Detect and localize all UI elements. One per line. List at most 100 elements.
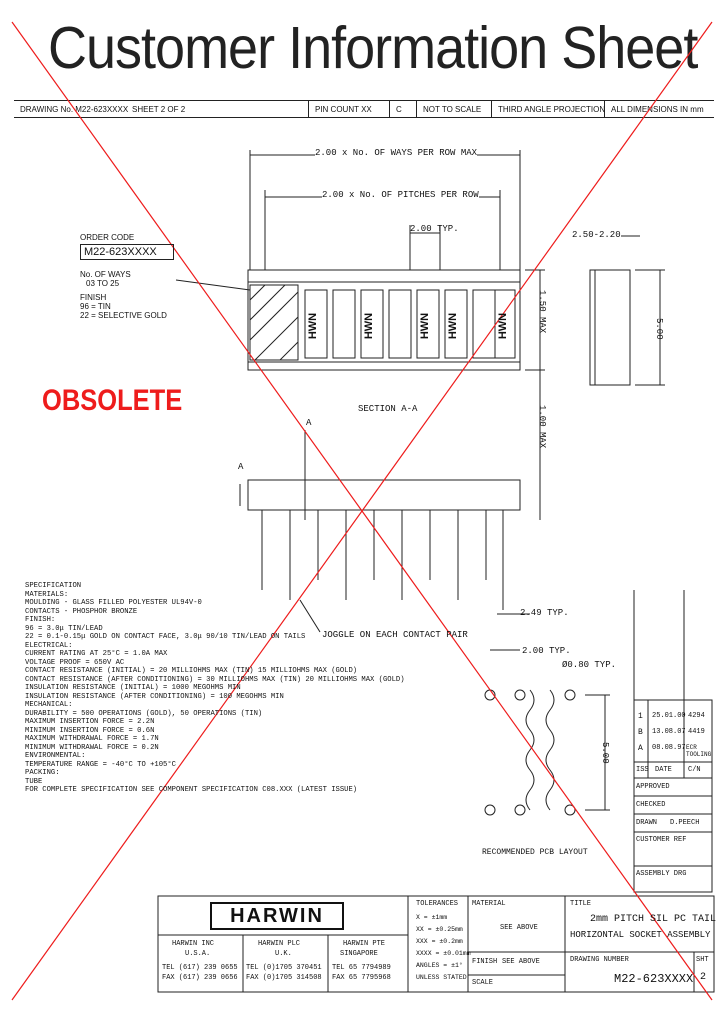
spec-line: ENVIRONMENTAL: xyxy=(25,752,86,760)
tolerance-line: UNLESS STATED xyxy=(416,974,467,981)
title-label: TITLE xyxy=(570,900,592,908)
dim-side-width-label: 2.50-2.20 xyxy=(572,230,621,240)
tolerance-line: XX = ±0.25mm xyxy=(416,926,463,933)
spec-line: INSULATION RESISTANCE (INITIAL) = 1000 M… xyxy=(25,684,241,692)
rev-iss: 1 xyxy=(638,712,643,721)
pcb-hole xyxy=(484,804,496,816)
office-country: SINGAPORE xyxy=(340,950,378,958)
harwin-logo: HARWIN xyxy=(210,902,344,930)
spec-line: FINISH: xyxy=(25,616,56,624)
contact-label: HWN xyxy=(363,312,376,340)
material-value: SEE ABOVE xyxy=(500,924,538,932)
rev: C xyxy=(389,101,416,117)
tolerance-line: XXX = ±0.2mm xyxy=(416,938,463,945)
page-title: Customer Information Sheet xyxy=(48,15,698,82)
contact-slot xyxy=(472,289,496,359)
hatch-line xyxy=(254,316,299,361)
office-name: HARWIN PTE xyxy=(343,940,386,948)
spec-line: MINIMUM WITHDRAWAL FORCE = 0.2N xyxy=(25,743,159,752)
scale-label: SCALE xyxy=(472,979,494,987)
section-housing xyxy=(247,269,521,371)
hatch-line xyxy=(279,341,299,361)
joggle-leader xyxy=(299,599,321,633)
dimensions-note: ALL DIMENSIONS IN mm xyxy=(604,101,704,117)
drawing-number: M22-623XXXX xyxy=(614,972,694,986)
hole-label: Ø0.80 TYP. xyxy=(562,660,617,670)
spec-line: 22 = 0.1-0.15μ GOLD ON CONTACT FACE, 3.0… xyxy=(25,633,306,641)
contact-slot xyxy=(494,289,516,359)
dim-depth-label: 1.00 MAX xyxy=(537,405,547,449)
tolerance-line: X = ±1mm xyxy=(416,914,448,921)
office-name: HARWIN PLC xyxy=(258,940,301,948)
break-line xyxy=(545,689,555,811)
contact-label: HWN xyxy=(497,312,510,340)
hatch-line xyxy=(249,284,286,321)
dim-row-height-label: 1.50 MAX xyxy=(537,290,547,334)
title-line-2: HORIZONTAL SOCKET ASSEMBLY xyxy=(570,930,711,940)
sheet-value: 2 xyxy=(700,972,707,983)
contact-slot xyxy=(388,289,412,359)
contact-label: HWN xyxy=(419,312,432,340)
sheet-no: SHEET 2 OF 2 xyxy=(132,104,186,114)
pcb-hole xyxy=(564,804,576,816)
front-a-marker: A xyxy=(238,462,244,472)
obsolete-stamp: OBSOLETE xyxy=(42,384,183,417)
tolerance-line: XXXX = ±0.01mm xyxy=(416,950,471,957)
rev-date: 13.08.07 xyxy=(652,728,686,736)
rev-col-iss: ISS xyxy=(636,766,649,774)
finish-value: SEE ABOVE xyxy=(502,958,540,966)
office-tel: TEL (0)1705 370451 xyxy=(246,964,322,972)
spec-line: MOULDING - GLASS FILLED POLYESTER UL94V-… xyxy=(25,599,202,607)
customer-ref-label: CUSTOMER REF xyxy=(636,836,687,844)
spec-line: TEMPERATURE RANGE = -40°C TO +105°C xyxy=(25,760,176,769)
drawing-number-label: DRAWING NUMBER xyxy=(570,956,629,964)
spec-line: ELECTRICAL: xyxy=(25,641,73,650)
hatch-line xyxy=(249,291,299,341)
spec-line: DURABILITY = 500 OPERATIONS (GOLD), 50 O… xyxy=(25,709,263,718)
rev-cn: ECR TOOLING xyxy=(686,744,712,758)
dim-side-height-label: 5.00 xyxy=(654,318,664,340)
contact-slot xyxy=(416,289,440,359)
sheet-label: SHT xyxy=(696,956,709,964)
rev-date: 25.01.00 xyxy=(652,712,686,720)
assembly-label: ASSEMBLY DRG xyxy=(636,870,687,878)
dim-pitch-typ-label: 2.00 TYP. xyxy=(410,224,459,234)
spec-line: FOR COMPLETE SPECIFICATION SEE COMPONENT… xyxy=(25,786,358,794)
pcb-height-label: 5.00 xyxy=(600,742,610,764)
section-a-marker: A xyxy=(306,418,312,428)
checked-label: CHECKED xyxy=(636,801,666,809)
section-label: SECTION A-A xyxy=(358,404,418,414)
spec-line: CONTACTS - PHOSPHOR BRONZE xyxy=(25,607,138,616)
contact-slot xyxy=(360,289,384,359)
material-label: MATERIAL xyxy=(472,900,506,908)
pcb-hole xyxy=(514,804,526,816)
pcb-hole xyxy=(564,689,576,701)
pin-count: PIN COUNT XX xyxy=(308,101,389,117)
finish-option-1: 96 = TIN xyxy=(80,302,111,311)
spec-line: MINIMUM INSERTION FORCE = 0.6N xyxy=(25,726,155,735)
contact-label: HWN xyxy=(447,312,460,340)
spec-line: MATERIALS: xyxy=(25,590,69,599)
section-hatch xyxy=(249,284,299,361)
spec-line: MAXIMUM INSERTION FORCE = 2.2N xyxy=(25,718,155,726)
approved-label: APPROVED xyxy=(636,783,670,791)
spec-line: CONTACT RESISTANCE (AFTER CONDITIONING) … xyxy=(25,675,405,684)
finish-label: FINISH xyxy=(80,293,107,302)
contact-slot xyxy=(332,289,356,359)
finish-option-2: 22 = SELECTIVE GOLD xyxy=(80,311,167,320)
office-fax: FAX (0)1705 314508 xyxy=(246,974,322,982)
order-leader xyxy=(175,279,251,291)
spec-line: INSULATION RESISTANCE (AFTER CONDITIONIN… xyxy=(25,692,284,701)
spec-line: CONTACT RESISTANCE (INITIAL) = 20 MILLIO… xyxy=(25,667,358,675)
pcb-layout-label: RECOMMENDED PCB LAYOUT xyxy=(482,848,588,857)
contact-slot xyxy=(444,289,468,359)
order-code-value: M22-623XXXX xyxy=(80,244,174,260)
side-view-body xyxy=(589,269,631,386)
ways-label: No. OF WAYS xyxy=(80,270,131,279)
office-fax: FAX (617) 239 0656 xyxy=(162,974,238,982)
spec-line: TUBE xyxy=(25,777,43,786)
spec-line: MAXIMUM WITHDRAWAL FORCE = 1.7N xyxy=(25,735,159,743)
office-tel: TEL (617) 239 0655 xyxy=(162,964,238,972)
break-line xyxy=(525,689,535,811)
order-code-box: ORDER CODE M22-623XXXX No. OF WAYS 03 TO… xyxy=(80,233,176,339)
